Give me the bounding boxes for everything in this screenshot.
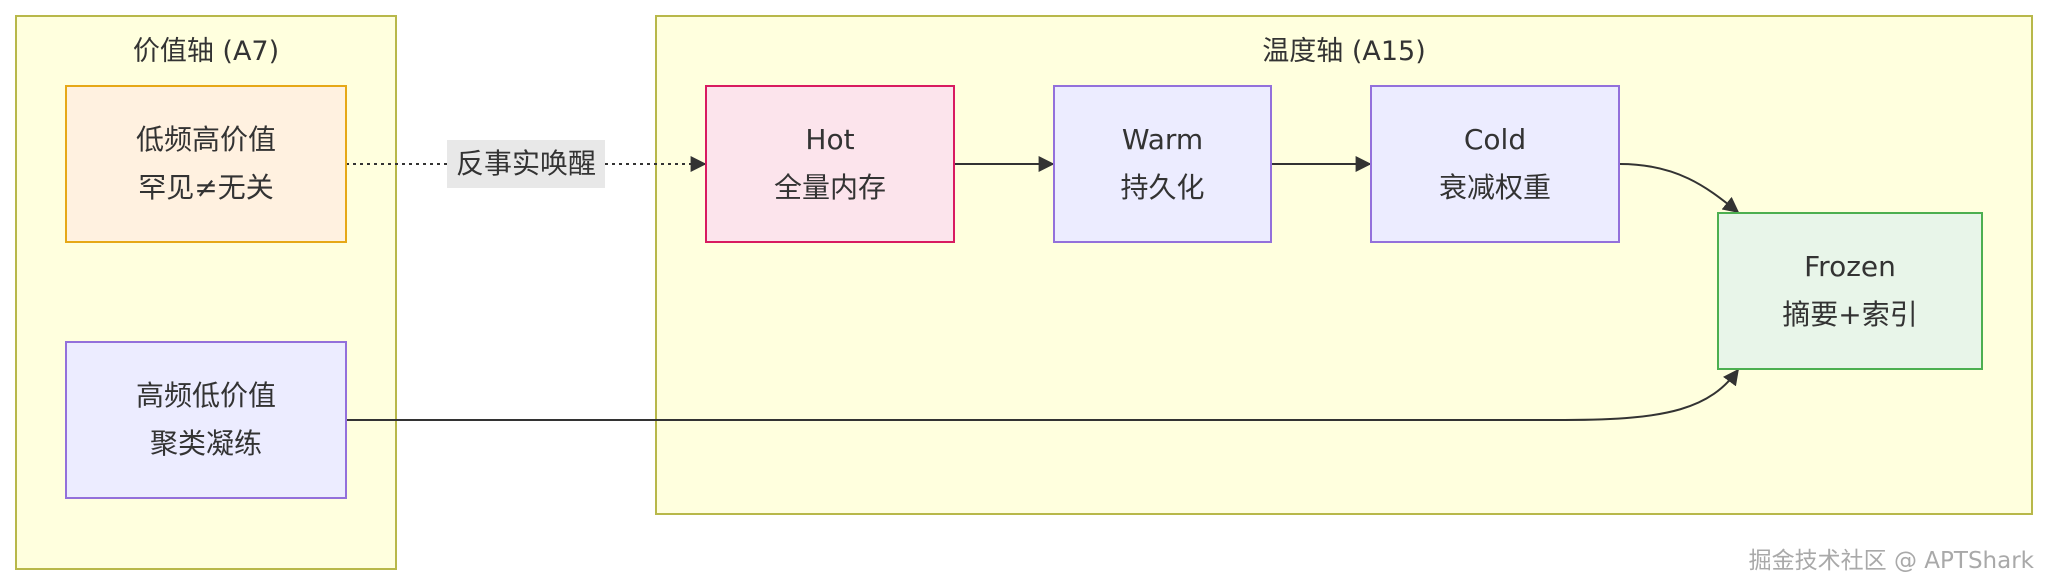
node-warm: Warm 持久化 [1053, 85, 1272, 243]
node-low-freq-high-value: 低频高价值 罕见≠无关 [65, 85, 347, 243]
node-low-freq-high-value-line1: 低频高价值 [135, 123, 276, 156]
node-hot-line2: 全量内存 [773, 171, 886, 204]
node-hot-line1: Hot [805, 123, 855, 156]
node-frozen-line1: Frozen [1804, 250, 1896, 283]
node-high-freq-low-value-line2: 聚类凝练 [149, 427, 262, 460]
value-axis-title: 价值轴 (A7) [132, 36, 280, 67]
node-high-freq-low-value: 高频低价值 聚类凝练 [65, 341, 347, 499]
node-cold: Cold 衰减权重 [1370, 85, 1620, 243]
counterfactual-wake-label: 反事实唤醒 [447, 140, 605, 188]
watermark: 掘金技术社区 @ APTShark [1748, 548, 2034, 574]
temperature-axis-title: 温度轴 (A15) [1262, 36, 1426, 67]
node-frozen-line2: 摘要+索引 [1782, 298, 1918, 331]
node-hot: Hot 全量内存 [705, 85, 955, 243]
node-high-freq-low-value-line1: 高频低价值 [135, 379, 276, 412]
node-warm-line2: 持久化 [1120, 171, 1205, 204]
node-frozen: Frozen 摘要+索引 [1717, 212, 1983, 370]
node-warm-line1: Warm [1121, 123, 1204, 156]
node-cold-line1: Cold [1463, 123, 1527, 156]
node-low-freq-high-value-line2: 罕见≠无关 [138, 171, 274, 204]
edge-cold-to-frozen [1619, 163, 1740, 213]
edge-low-value-to-frozen [346, 368, 1739, 421]
node-cold-line2: 衰减权重 [1438, 171, 1551, 204]
